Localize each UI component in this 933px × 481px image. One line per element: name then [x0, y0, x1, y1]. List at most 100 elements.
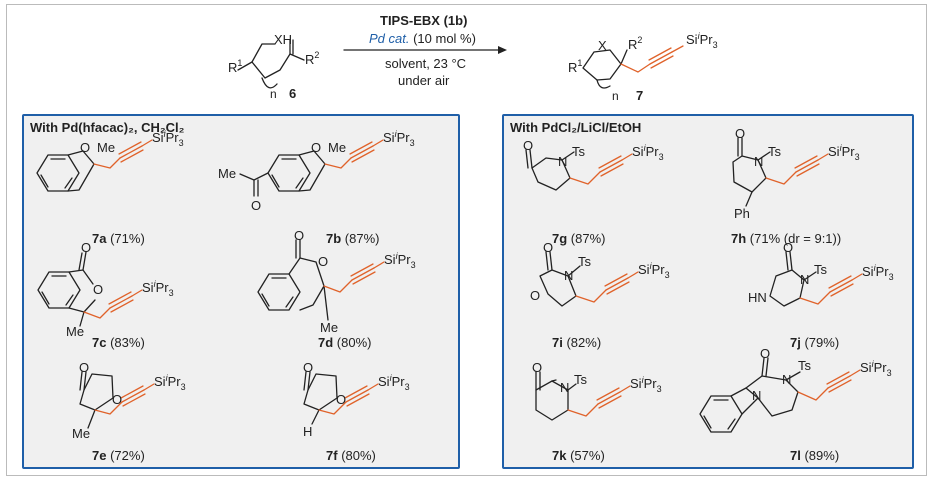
svg-text:Me: Me: [218, 166, 236, 181]
svg-text:O: O: [523, 138, 533, 153]
svg-text:O: O: [294, 228, 304, 243]
svg-text:O: O: [311, 140, 321, 155]
structure-7i: [539, 251, 581, 307]
atom-XH: XH: [274, 32, 292, 47]
svg-text:O: O: [251, 198, 261, 213]
atmosphere-label: under air: [398, 73, 450, 88]
structure-7k: [535, 371, 577, 421]
tips-7j: SiiPr3: [862, 263, 894, 282]
conditions-label: solvent, 23 °C: [385, 56, 467, 71]
compound-label-7f: 7f (80%): [326, 448, 376, 463]
tips-7a: SiiPr3: [152, 129, 184, 148]
svg-text:O: O: [318, 254, 328, 269]
svg-text:O: O: [79, 360, 89, 375]
compound-label-7b: 7b (87%): [326, 231, 380, 246]
compound-label-7c: 7c (83%): [92, 335, 145, 350]
tips-7g: SiiPr3: [632, 143, 664, 162]
structure-7a: [36, 150, 95, 192]
svg-text:Ts: Ts: [768, 144, 782, 159]
tips-7k: SiiPr3: [630, 375, 662, 394]
left-panel-title: With Pd(hfacac)₂, CH₂Cl₂: [30, 120, 185, 135]
svg-text:O: O: [532, 360, 542, 375]
svg-text:Ts: Ts: [572, 144, 586, 159]
svg-text:O: O: [735, 126, 745, 141]
svg-text:N: N: [560, 380, 569, 395]
compound-label-7l: 7l (89%): [790, 448, 840, 463]
label-6: 6: [289, 86, 296, 101]
tips-product: SiiPr3: [686, 31, 718, 50]
structure-7h: [732, 137, 771, 207]
right-panel: [502, 114, 914, 469]
atom-R1-product: R1: [568, 58, 582, 75]
tips-7l: SiiPr3: [860, 359, 892, 378]
tips-7c: SiiPr3: [142, 279, 174, 298]
svg-text:Me: Me: [66, 324, 84, 339]
atom-R2-product: R2: [628, 35, 642, 52]
svg-text:N: N: [754, 154, 763, 169]
atom-n-start: n: [270, 87, 277, 101]
catalyst-label: Pd cat.: [369, 31, 410, 46]
tips-7d: SiiPr3: [384, 251, 416, 270]
tips-7e: SiiPr3: [154, 373, 186, 392]
svg-text:Me: Me: [72, 426, 90, 441]
atom-R1-start: R1: [228, 58, 242, 75]
svg-text:H: H: [303, 424, 312, 439]
svg-text:N: N: [564, 268, 573, 283]
compound-label-7j: 7j (79%): [790, 335, 840, 350]
structure-7b: [239, 150, 326, 197]
svg-text:Ts: Ts: [798, 358, 812, 373]
svg-text:O: O: [336, 392, 346, 407]
svg-text:O: O: [543, 240, 553, 255]
tips-7i: SiiPr3: [638, 261, 670, 280]
svg-text:O: O: [112, 392, 122, 407]
tips-7b: SiiPr3: [383, 129, 415, 148]
reagent-label: TIPS-EBX (1b): [380, 13, 468, 28]
compound-label-7i: 7i (82%): [552, 335, 602, 350]
starting-material-6: [237, 39, 305, 89]
svg-text:Me: Me: [97, 140, 115, 155]
right-panel-title: With PdCl₂/LiCl/EtOH: [510, 120, 642, 135]
svg-text:Ts: Ts: [578, 254, 592, 269]
svg-text:O: O: [783, 240, 793, 255]
structure-7d: [257, 239, 329, 321]
compound-label-7e: 7e (72%): [92, 448, 145, 463]
svg-text:O: O: [93, 282, 103, 297]
catalyst-line: Pd cat. (10 mol %): [369, 31, 476, 46]
svg-text:N: N: [800, 272, 809, 287]
svg-text:O: O: [303, 360, 313, 375]
svg-text:HN: HN: [748, 290, 767, 305]
compound-label-7a: 7a (71%): [92, 231, 145, 246]
structure-7j: [769, 251, 817, 307]
figure-frame: [6, 4, 927, 476]
product-7: [582, 49, 628, 89]
svg-text:Ph: Ph: [734, 206, 750, 221]
atom-n-product: n: [612, 89, 619, 103]
structure-7c: [37, 251, 96, 327]
structure-7l: [699, 357, 801, 433]
svg-text:N: N: [782, 372, 791, 387]
svg-text:O: O: [81, 240, 91, 255]
label-7: 7: [636, 88, 643, 103]
compound-label-7g: 7g (87%): [552, 231, 606, 246]
compound-label-7d: 7d (80%): [318, 335, 372, 350]
svg-text:N: N: [558, 154, 567, 169]
compound-label-7h: 7h (71% (dr = 9:1)): [731, 231, 842, 246]
structure-7f: [303, 371, 338, 425]
svg-text:Ts: Ts: [814, 262, 828, 277]
svg-text:Me: Me: [320, 320, 338, 335]
svg-text:O: O: [530, 288, 540, 303]
svg-text:O: O: [80, 140, 90, 155]
svg-text:Me: Me: [328, 140, 346, 155]
structure-7e: [79, 371, 114, 429]
svg-text:Ts: Ts: [574, 372, 588, 387]
atom-R2-start: R2: [305, 50, 319, 67]
atom-X: X: [598, 38, 607, 53]
svg-text:N: N: [752, 388, 761, 403]
svg-text:O: O: [760, 346, 770, 361]
catalyst-loading: (10 mol %): [413, 31, 476, 46]
tips-7f: SiiPr3: [378, 373, 410, 392]
tips-7h: SiiPr3: [828, 143, 860, 162]
compound-label-7k: 7k (57%): [552, 448, 605, 463]
